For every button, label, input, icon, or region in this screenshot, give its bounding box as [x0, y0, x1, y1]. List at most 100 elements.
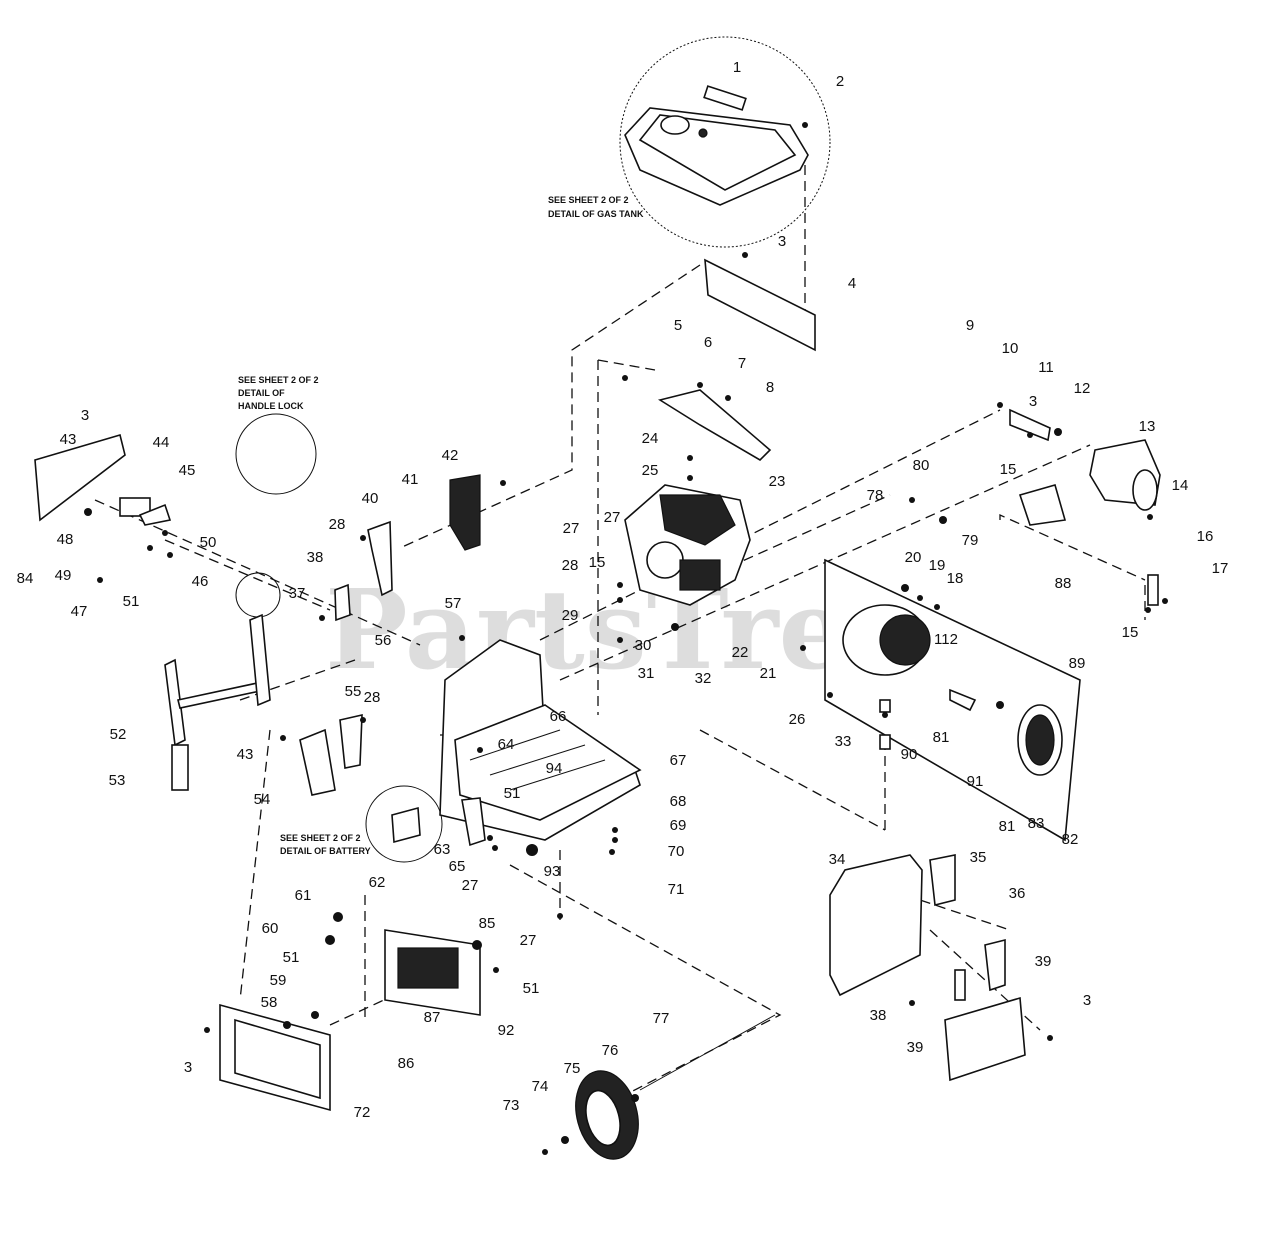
- bracket-17: [1147, 574, 1159, 606]
- callout-14: 14: [1172, 477, 1189, 494]
- callout-55: 55: [345, 683, 362, 700]
- callout-27: 27: [563, 520, 580, 537]
- callout-49: 49: [55, 567, 72, 584]
- callout-31: 31: [638, 665, 655, 682]
- callout-labels: 1234567891011121314151515161718192021222…: [17, 59, 1229, 1121]
- callout-12: 12: [1074, 380, 1091, 397]
- callout-59: 59: [270, 972, 287, 989]
- callout-28: 28: [364, 689, 381, 706]
- callout-27: 27: [604, 509, 621, 526]
- tank-bracket: [704, 258, 816, 352]
- callout-57: 57: [445, 595, 462, 612]
- callout-26: 26: [789, 711, 806, 728]
- callout-5: 5: [674, 317, 682, 334]
- callout-71: 71: [668, 881, 685, 898]
- callout-2: 2: [836, 73, 844, 90]
- callout-43: 43: [60, 431, 77, 448]
- callout-87: 87: [424, 1009, 441, 1026]
- callout-77: 77: [653, 1010, 670, 1027]
- callout-51: 51: [523, 980, 540, 997]
- bracket-39-right: [954, 969, 966, 1001]
- callout-10: 10: [1002, 340, 1019, 357]
- svg-text:HANDLE LOCK: HANDLE LOCK: [238, 401, 304, 411]
- bracket-54: [299, 728, 336, 796]
- callout-89: 89: [1069, 655, 1086, 672]
- battery-detail-circle: [365, 785, 443, 863]
- note-gas-tank: SEE SHEET 2 OF 2 DETAIL OF GAS TANK: [548, 195, 644, 219]
- callout-53: 53: [109, 772, 126, 789]
- callout-39: 39: [1035, 953, 1052, 970]
- callout-4: 4: [848, 275, 856, 292]
- callout-3: 3: [778, 233, 786, 250]
- callout-8: 8: [766, 379, 774, 396]
- callout-65: 65: [449, 858, 466, 875]
- bracket-37: [984, 938, 1006, 992]
- callout-35: 35: [970, 849, 987, 866]
- callout-3: 3: [1029, 393, 1037, 410]
- callout-47: 47: [71, 603, 88, 620]
- callout-32: 32: [695, 670, 712, 687]
- axle: [639, 1014, 776, 1091]
- callout-74: 74: [532, 1078, 549, 1095]
- main-frame: [439, 639, 642, 841]
- svg-text:DETAIL OF GAS TANK: DETAIL OF GAS TANK: [548, 209, 644, 219]
- callout-27: 27: [462, 877, 479, 894]
- handle: [164, 613, 271, 791]
- callout-85: 85: [479, 915, 496, 932]
- bearing-90: [949, 688, 977, 712]
- callout-88: 88: [1055, 575, 1072, 592]
- callout-6: 6: [704, 334, 712, 351]
- callout-92: 92: [498, 1022, 515, 1039]
- callout-50: 50: [200, 534, 217, 551]
- engine-bracket: [657, 389, 772, 462]
- note-battery: SEE SHEET 2 OF 2 DETAIL OF BATTERY: [280, 833, 371, 856]
- bracket-41: [367, 520, 393, 597]
- side-panel-right: [944, 996, 1026, 1082]
- callout-66: 66: [550, 708, 567, 725]
- callout-23: 23: [769, 473, 786, 490]
- handle-lock-detail-circle: [235, 413, 317, 495]
- callout-68: 68: [670, 793, 687, 810]
- callout-3: 3: [184, 1059, 192, 1076]
- valve-42: [449, 474, 481, 551]
- hardware: [84, 122, 1168, 1155]
- callout-15: 15: [1122, 624, 1139, 641]
- callout-51: 51: [283, 949, 300, 966]
- wheel: [575, 1070, 639, 1160]
- callout-43: 43: [237, 746, 254, 763]
- callout-76: 76: [602, 1042, 619, 1059]
- heat-shield: [1018, 484, 1067, 526]
- callout-61: 61: [295, 887, 312, 904]
- callout-15: 15: [589, 554, 606, 571]
- right-frame: [829, 854, 923, 997]
- callout-30: 30: [635, 637, 652, 654]
- bracket-39: [334, 583, 351, 622]
- callout-48: 48: [57, 531, 74, 548]
- callout-81: 81: [999, 818, 1016, 835]
- callout-36: 36: [1009, 885, 1026, 902]
- callout-17: 17: [1212, 560, 1229, 577]
- callout-15: 15: [1000, 461, 1017, 478]
- callout-34: 34: [829, 851, 846, 868]
- callout-75: 75: [564, 1060, 581, 1077]
- callout-90: 90: [901, 746, 918, 763]
- callout-79: 79: [962, 532, 979, 549]
- callout-28: 28: [562, 557, 579, 574]
- callout-82: 82: [1062, 831, 1079, 848]
- callout-11: 11: [1038, 359, 1054, 376]
- engine: [624, 484, 751, 606]
- callout-13: 13: [1139, 418, 1156, 435]
- end-cover: [1017, 704, 1063, 776]
- bracket-63: [461, 797, 486, 847]
- callout-46: 46: [192, 573, 209, 590]
- callout-93: 93: [544, 863, 561, 880]
- callout-84: 84: [17, 570, 34, 587]
- callout-94: 94: [546, 760, 563, 777]
- callout-22: 22: [732, 644, 749, 661]
- callout-39: 39: [907, 1039, 924, 1056]
- callout-29: 29: [562, 607, 579, 624]
- callout-40: 40: [362, 490, 379, 507]
- svg-text:SEE SHEET 2 OF 2: SEE SHEET 2 OF 2: [238, 375, 319, 385]
- callout-91: 91: [967, 773, 984, 790]
